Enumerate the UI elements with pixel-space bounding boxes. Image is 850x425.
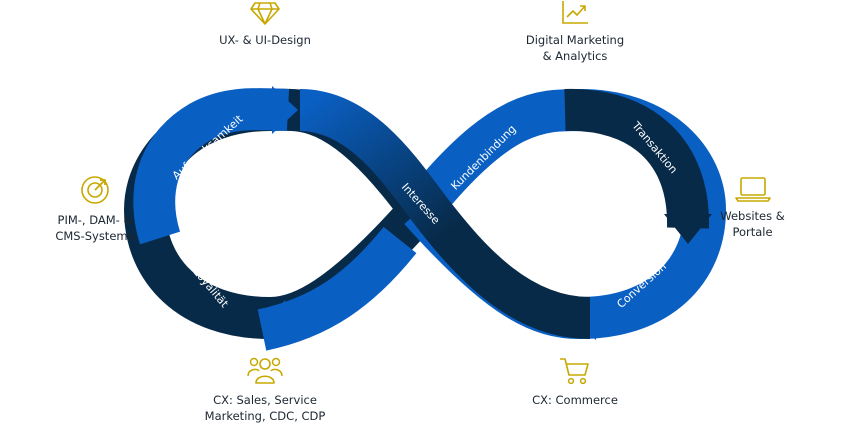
laptop-icon	[734, 177, 771, 202]
feature-websites: Websites & Portale	[700, 176, 805, 240]
interesse-crossing	[298, 89, 591, 339]
feature-cx-commerce-line1: CX: Commerce	[532, 393, 618, 407]
feature-digital-marketing: Digital Marketing & Analytics	[510, 0, 640, 64]
feature-websites-line2: Portale	[732, 225, 773, 239]
feature-digital-marketing-line2: & Analytics	[542, 49, 608, 63]
trend-chart-icon	[562, 1, 588, 24]
feature-ux-design: UX- & UI-Design	[205, 0, 325, 48]
feature-pim-dam-cms: PIM-, DAM- & CMS-Systeme	[30, 174, 160, 244]
feature-digital-marketing-line1: Digital Marketing	[525, 33, 625, 47]
diamond-icon	[250, 2, 280, 25]
aufmerksamkeit-arrowhead	[272, 86, 298, 134]
feature-cx-sales-line1: CX: Sales, Service	[213, 393, 317, 407]
feature-pim-line2: CMS-Systeme	[55, 229, 135, 243]
shopping-cart-icon	[560, 358, 589, 385]
users-icon	[247, 357, 283, 384]
feature-cx-commerce: CX: Commerce	[520, 356, 630, 408]
feature-ux-design-line1: UX- & UI-Design	[219, 33, 311, 47]
aufmerksamkeit-segment	[133, 88, 290, 245]
target-cursor-icon	[81, 176, 109, 204]
feature-cx-sales: CX: Sales, Service Marketing, CDC, CDP	[195, 354, 335, 424]
feature-cx-sales-line2: Marketing, CDC, CDP	[204, 409, 326, 423]
transaktion-segment	[564, 88, 710, 229]
loyalitaet-arrowhead	[262, 300, 295, 342]
feature-pim-line1: PIM-, DAM- &	[57, 213, 133, 227]
transaktion-arrowhead	[664, 214, 712, 244]
feature-websites-line1: Websites &	[720, 209, 785, 223]
